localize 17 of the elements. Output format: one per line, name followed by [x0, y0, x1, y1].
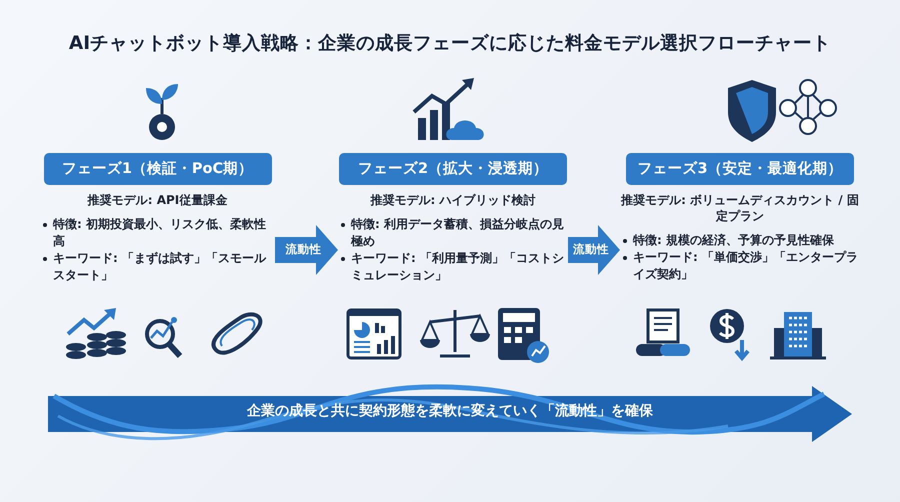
bullet-text: キーワード: 「利用量予測」「コストシミュレーション」 — [338, 250, 568, 284]
recommended-model-text: 推奨モデル: API従量課金 — [86, 192, 228, 208]
recommended-model-text: 推奨モデル: ボリュームディスカウント / 固定プラン — [620, 192, 860, 224]
phase-header-box: フェーズ1（検証・PoC期） — [44, 153, 272, 185]
edge-label: 流動性 — [284, 242, 322, 257]
edge-label: 流動性 — [572, 242, 610, 257]
block-arrow — [275, 225, 338, 275]
phase-header-box: フェーズ2（拡大・浸透期） — [339, 153, 567, 185]
bullet-text: 特徴: 利用データ蓄積、損益分岐点の見極め — [338, 216, 568, 250]
bullet-text: キーワード: 「まずは試す」「スモールスタート」 — [40, 250, 275, 284]
block-arrow — [568, 225, 620, 275]
bullet-text: キーワード: 「単価交渉」「エンタープライズ契約」 — [620, 249, 860, 283]
bullet-text: 特徴: 規模の経済、予算の予見性確保 — [620, 232, 860, 249]
title: AIチャットボット導入戦略：企業の成長フェーズに応じた料金モデル選択フローチャート — [68, 32, 832, 55]
phase-header-box: フェーズ3（安定・最適化期） — [626, 153, 854, 185]
recommended-model-text: 推奨モデル: ハイブリッド検討 — [369, 192, 536, 208]
bullet-text: 特徴: 初期投資最小、リスク低、柔軟性高 — [40, 216, 275, 250]
